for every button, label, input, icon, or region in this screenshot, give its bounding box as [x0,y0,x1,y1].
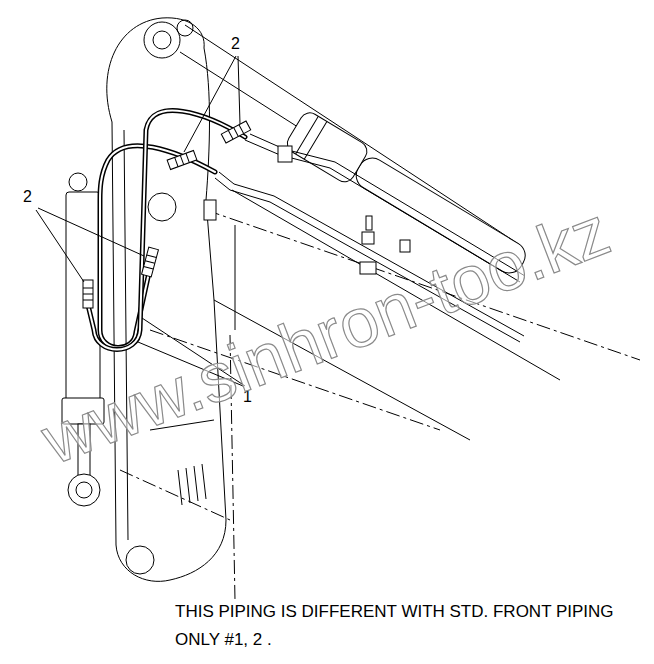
line-art [88,111,245,350]
line-art [238,56,240,124]
line-art [148,193,176,221]
line-art [184,56,236,152]
watermark: www.sinhron-too.kz [34,196,619,476]
line-art [185,25,520,245]
line-art [112,48,226,581]
line-art [38,208,144,256]
line-art [362,232,374,244]
callout-number: 2 [229,35,242,53]
callout-number: 2 [21,188,34,206]
line-art [36,210,84,282]
line-art [235,225,236,330]
line-art [284,109,371,185]
line-art [69,173,87,191]
line-art [68,474,100,506]
line-art [278,146,292,162]
line-art [228,125,243,139]
line-art [400,240,410,252]
arm-outline [69,18,226,582]
hose-fittings [83,121,251,308]
line-art [120,470,230,520]
line-art [83,288,93,300]
line-art [167,151,197,170]
pipe-clamps [204,146,410,274]
line-art [221,121,250,143]
line-art [144,255,157,269]
line-art [177,20,193,36]
line-art [76,482,92,498]
line-art [167,151,197,170]
line-art [366,216,372,230]
line-art [107,18,204,122]
line-art [124,130,128,540]
line-art [204,200,216,220]
line-art [100,146,215,348]
leader-lines [36,56,245,386]
note-text: THIS PIPING IS DIFFERENT WITH STD. FRONT… [175,598,645,654]
line-art [126,546,154,574]
line-art [142,247,159,277]
line-art [83,280,93,308]
line-art [144,22,180,58]
line-art [88,111,245,350]
line-art [175,153,190,167]
line-art [142,247,159,277]
line-art [360,262,376,274]
line-art [153,31,171,49]
line-art [221,121,250,143]
line-art [178,464,206,505]
hoses [88,111,245,350]
line-art [100,146,215,348]
